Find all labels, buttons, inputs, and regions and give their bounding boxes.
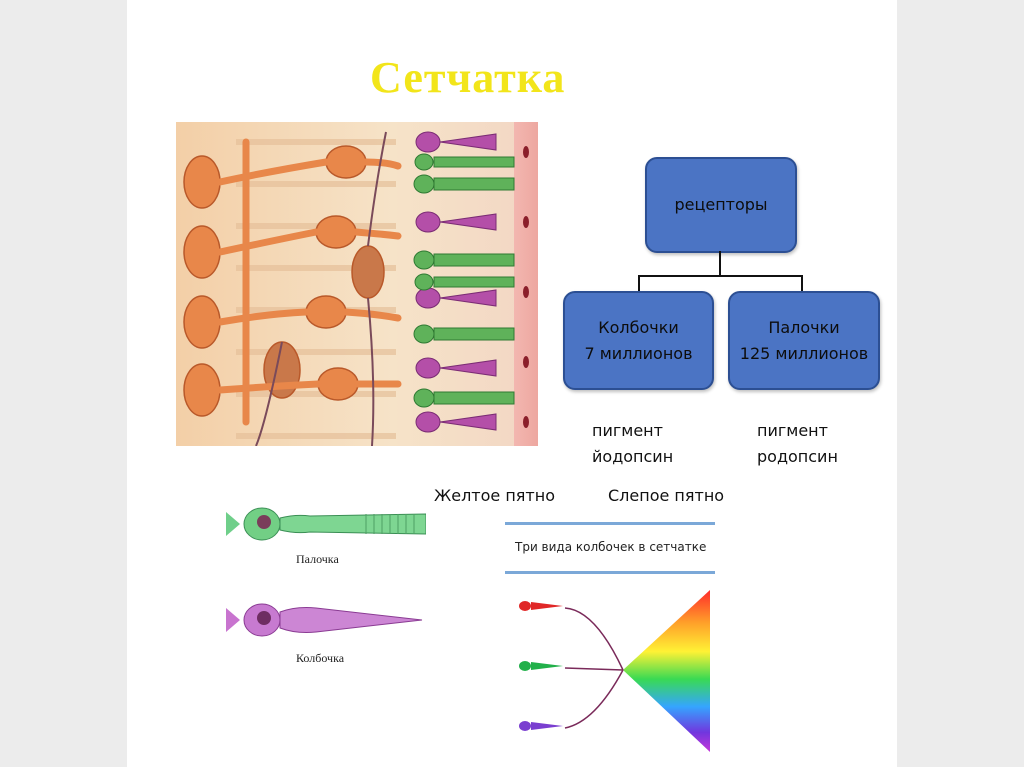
connector-vertical-root bbox=[719, 251, 721, 276]
yellow-spot-label: Желтое пятно bbox=[434, 486, 555, 505]
rods-name: Палочки bbox=[768, 317, 840, 337]
green-cone-icon bbox=[519, 661, 531, 671]
figure-top-rule bbox=[505, 522, 715, 525]
cones-pigment: пигмент йодопсин bbox=[592, 421, 674, 466]
rods-pigment: пигмент родопсин bbox=[757, 421, 838, 466]
cones-name: Колбочки bbox=[598, 317, 679, 337]
cone-caption: Колбочка bbox=[296, 651, 345, 665]
cones-count: 7 миллионов bbox=[584, 343, 693, 363]
cones-types-figure: Три вида колбочек в сетчатке bbox=[505, 522, 715, 767]
rod-caption: Палочка bbox=[296, 552, 339, 566]
retina-illustration bbox=[176, 122, 538, 446]
cone-cell-illustration bbox=[226, 603, 423, 637]
slide-title: Сетчатка bbox=[370, 53, 566, 102]
rods-box: Палочки 125 миллионов bbox=[728, 291, 880, 390]
connector-left bbox=[638, 275, 640, 291]
cones-box: Колбочки 7 миллионов bbox=[563, 291, 714, 390]
red-cone-icon bbox=[519, 601, 531, 611]
blind-spot-label: Слепое пятно bbox=[608, 486, 725, 505]
rods-count: 125 миллионов bbox=[739, 343, 869, 363]
figure-title-rule bbox=[505, 571, 715, 574]
receptors-label: рецепторы bbox=[674, 195, 768, 214]
figure-title: Три вида колбочек в сетчатке bbox=[515, 540, 707, 554]
cones-spectrum-drawing bbox=[519, 590, 710, 752]
rod-cell-illustration bbox=[226, 507, 426, 541]
cone-icons bbox=[519, 601, 563, 731]
violet-cone-icon bbox=[519, 721, 531, 731]
connector-horizontal bbox=[638, 275, 802, 277]
receptors-box: рецепторы bbox=[645, 157, 797, 253]
connector-right bbox=[801, 275, 803, 291]
